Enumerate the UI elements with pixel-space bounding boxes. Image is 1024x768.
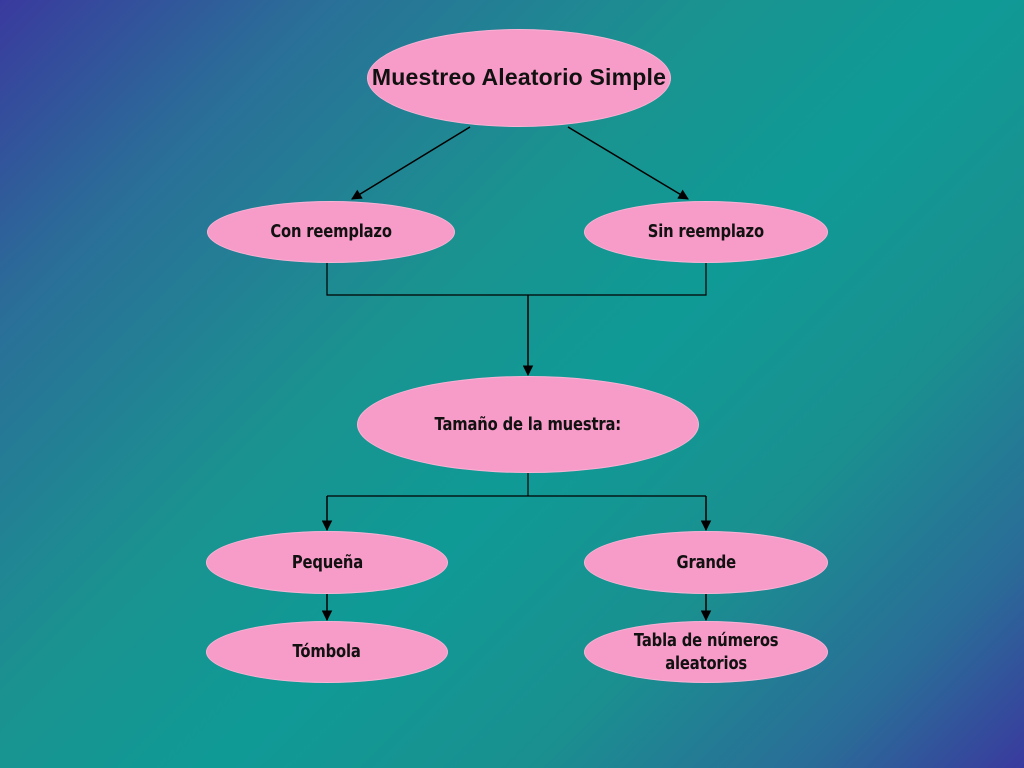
node-tombola: Tómbola bbox=[206, 621, 448, 683]
node-sin-reemplazo-label: Sin reemplazo bbox=[647, 221, 765, 243]
node-tabla-label: Tabla de números aleatorios bbox=[633, 629, 779, 674]
node-muestreo-aleatorio-simple: Muestreo Aleatorio Simple bbox=[367, 29, 671, 127]
arrow-title-to-con-reemplazo bbox=[351, 126, 471, 200]
node-con-reemplazo-label: Con reemplazo bbox=[270, 221, 392, 243]
arrow-title-to-sin-reemplazo bbox=[567, 126, 689, 200]
node-sin-reemplazo: Sin reemplazo bbox=[584, 201, 828, 263]
node-tamano-muestra: Tamaño de la muestra: bbox=[357, 376, 699, 473]
connector-merge bbox=[326, 262, 707, 296]
node-grande: Grande bbox=[584, 531, 828, 594]
node-pequena-label: Pequeña bbox=[291, 551, 363, 573]
node-title-label: Muestreo Aleatorio Simple bbox=[371, 64, 667, 91]
node-tamano-muestra-label: Tamaño de la muestra: bbox=[434, 413, 622, 435]
node-pequena: Pequeña bbox=[206, 531, 448, 594]
node-grande-label: Grande bbox=[676, 551, 736, 573]
node-tombola-label: Tómbola bbox=[292, 641, 362, 663]
node-tabla-numeros-aleatorios: Tabla de números aleatorios bbox=[584, 621, 828, 683]
node-con-reemplazo: Con reemplazo bbox=[207, 201, 455, 263]
